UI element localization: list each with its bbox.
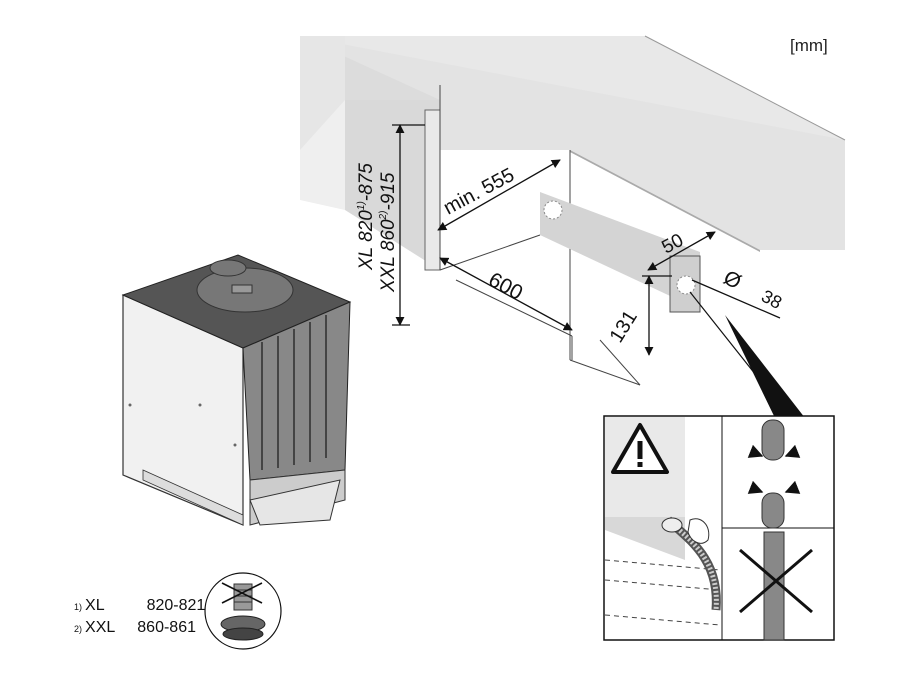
callout-leader (689, 291, 805, 419)
footnotes: 1)XL 820-821 2)XXL 860-861 (74, 595, 205, 639)
height-label-xxl: XXL 8602)-915 (378, 172, 399, 293)
adjustable-foot-icon (204, 572, 282, 650)
svg-text:XXL 8602)-915: XXL 8602)-915 (378, 172, 399, 293)
left-cabinet-panel (300, 36, 441, 271)
hose-illustration (661, 516, 721, 611)
unit-label: [mm] (790, 36, 828, 55)
footnote-xl: 1)XL 820-821 (74, 595, 205, 617)
footnote-range: 820-821 (146, 597, 206, 614)
warning-icon (611, 423, 669, 474)
callout-box (603, 415, 835, 641)
height-label: XL 8201)-875 (356, 163, 377, 271)
diameter-symbol: Ø (720, 266, 745, 294)
drain-hole-left (543, 200, 563, 220)
dishwasher-illustration (121, 254, 352, 526)
hose-correct-illustration (747, 419, 801, 529)
svg-text:XL 8201)-875: XL 8201)-875 (356, 163, 377, 271)
footnote-marker: 1) (74, 602, 83, 612)
diameter-label: 38 (758, 286, 785, 313)
footnote-variant: XL (85, 597, 105, 614)
hose-wrong-illustration (739, 531, 813, 641)
hole-height-label: 131 (606, 307, 642, 347)
footnote-variant: XXL (85, 619, 116, 636)
drain-hole-right (676, 275, 696, 295)
footnote-marker: 2) (74, 624, 83, 634)
dimension-lines (392, 124, 781, 356)
footnote-xxl: 2)XXL 860-861 (74, 617, 205, 639)
footnote-range: 860-861 (137, 619, 196, 636)
depth-min-label: min. 555 (440, 164, 518, 219)
width-label: 600 (485, 268, 527, 305)
